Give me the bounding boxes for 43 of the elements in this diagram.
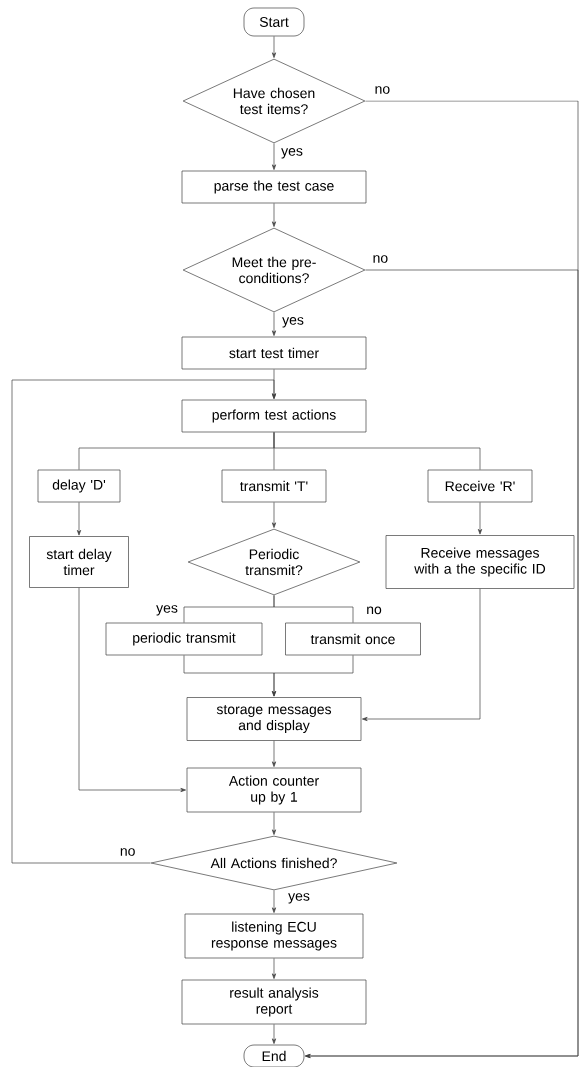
process-box: storage messages and display <box>186 697 362 741</box>
process-box: Receive messages with a the specific ID <box>385 535 575 589</box>
connector-line <box>273 432 481 470</box>
edge-label: no <box>371 254 390 264</box>
arrow <box>271 36 277 58</box>
edge-label: yes <box>280 147 304 160</box>
arrow <box>271 890 277 913</box>
process-box: start delay timer <box>29 536 129 588</box>
process-box: Action counter up by 1 <box>186 767 362 813</box>
edge-label: yes <box>287 892 311 905</box>
arrow <box>271 958 277 979</box>
terminal-box: Start <box>243 7 305 37</box>
arrow <box>76 502 82 536</box>
arrow <box>305 269 579 1059</box>
edge-label: no <box>118 847 137 857</box>
arrow <box>78 587 186 793</box>
process-box: Receive 'R' <box>427 469 533 503</box>
arrow <box>271 203 277 227</box>
arrow <box>11 379 277 864</box>
process-box: result analysis report <box>181 979 367 1025</box>
process-box: transmit 'T' <box>221 469 327 503</box>
process-box: transmit once <box>285 622 421 656</box>
process-box: parse the test case <box>181 170 367 204</box>
edge-label: yes <box>281 316 305 329</box>
arrow <box>271 502 277 528</box>
arrow <box>271 740 277 767</box>
connector-line <box>273 595 354 623</box>
edge-label: no <box>365 605 383 616</box>
edge-label: no <box>373 85 392 95</box>
edge-label: yes <box>155 604 179 617</box>
arrow <box>271 655 354 697</box>
arrow <box>271 812 277 835</box>
arrow <box>271 312 277 336</box>
process-box: periodic transmit <box>105 622 263 656</box>
process-box: delay 'D' <box>37 469 121 503</box>
process-box: perform test actions <box>181 399 367 433</box>
process-box: start test timer <box>181 336 367 370</box>
arrow <box>271 143 277 170</box>
process-box: listening ECU response messages <box>184 913 364 959</box>
arrow <box>271 1024 277 1044</box>
terminal-box: End <box>243 1044 305 1067</box>
arrow <box>477 502 483 535</box>
arrow <box>362 588 481 722</box>
